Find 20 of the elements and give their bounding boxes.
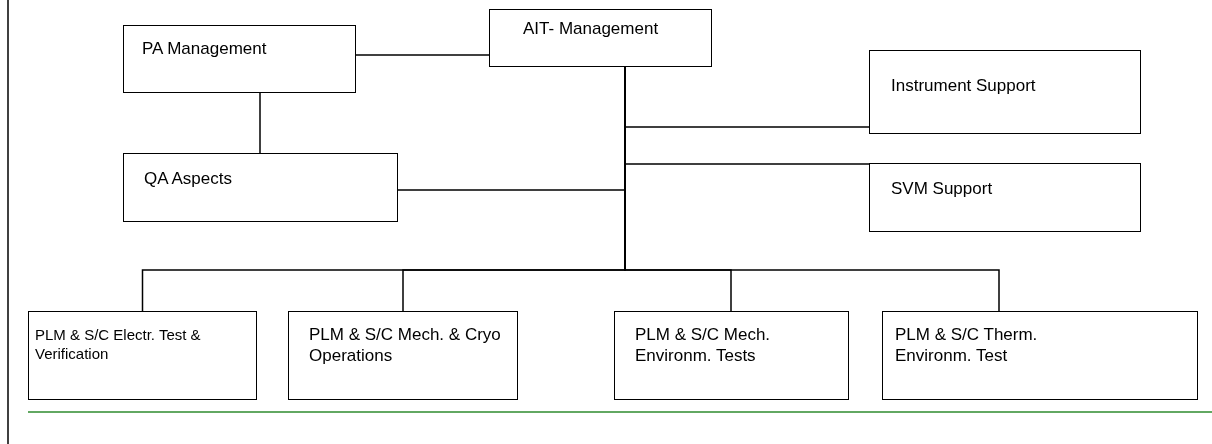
org-box [28, 311, 257, 400]
box-label: Instrument Support [891, 75, 1037, 97]
box-label: PLM & S/C Therm. Environm. Test [895, 324, 1039, 367]
org-box [869, 50, 1141, 134]
box-label: PA Management [142, 38, 268, 60]
box-label: PLM & S/C Electr. Test & Verification [35, 326, 202, 364]
org-box [614, 311, 849, 400]
connector-line [355, 54, 490, 56]
box-label: PLM & S/C Mech. Environm. Tests [635, 324, 772, 367]
org-box [869, 163, 1141, 232]
org-box [288, 311, 518, 400]
box-label: QA Aspects [144, 168, 233, 190]
org-box [123, 25, 356, 93]
box-label: PLM & S/C Mech. & Cryo Operations [309, 324, 502, 367]
org-box [489, 9, 712, 67]
connector-line [259, 92, 261, 154]
org-box [882, 311, 1198, 400]
box-label: SVM Support [891, 178, 994, 200]
box-label: AIT- Management [523, 18, 660, 40]
org-box [123, 153, 398, 222]
